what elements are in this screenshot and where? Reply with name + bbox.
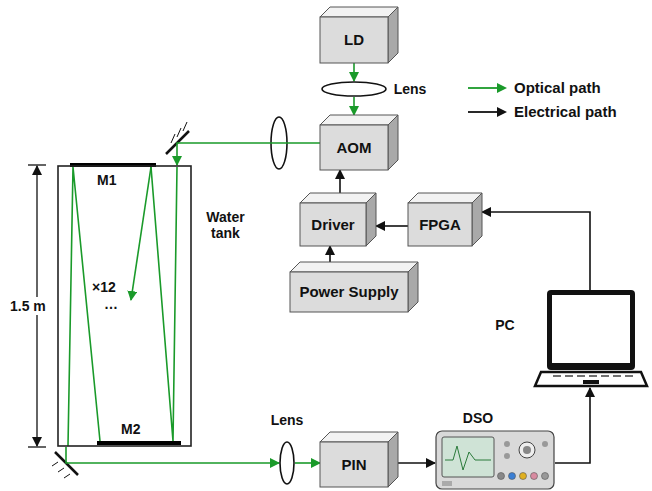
optical-path	[66, 447, 279, 463]
legend-arrow	[466, 81, 508, 95]
optical-path	[353, 97, 355, 115]
node-label: Water tank	[202, 209, 250, 241]
mirror-m2	[97, 441, 181, 445]
electrical-path	[329, 246, 331, 262]
optical-path	[295, 462, 320, 464]
lens: Lens	[321, 81, 387, 97]
legend-arrow	[466, 105, 508, 119]
ellipsis: …	[104, 296, 118, 312]
oscilloscope: DSO	[435, 430, 555, 490]
laptop-shape	[535, 290, 647, 388]
pin-detector-box: PIN	[320, 442, 388, 487]
oscilloscope-shape	[435, 430, 555, 490]
node-label: Power Supply	[299, 283, 398, 300]
steering-mirror	[52, 122, 189, 478]
optical-path	[177, 143, 320, 165]
electrical-path	[339, 170, 341, 193]
driver-box: Driver	[300, 203, 366, 246]
node-label: Lens	[394, 81, 427, 97]
electrical-path	[555, 388, 590, 463]
legend-text: Electrical path	[514, 103, 617, 120]
mirror-label: M2	[121, 421, 140, 437]
water-tank-shape	[57, 165, 192, 447]
legend-text: Optical path	[514, 79, 601, 96]
dimension-label: 1.5 m	[9, 297, 47, 315]
power-supply-box: Power Supply	[290, 272, 408, 312]
node-label: LD	[344, 31, 364, 48]
beam-zigzag	[68, 167, 177, 446]
node-label: Driver	[311, 216, 354, 233]
optical-path	[353, 63, 355, 81]
node-label: FPGA	[419, 216, 461, 233]
legend-item: Electrical path	[466, 103, 617, 120]
fpga-box: FPGA	[408, 203, 472, 246]
node-label: Lens	[271, 412, 304, 428]
node-label: DSO	[463, 410, 493, 426]
node-label: AOM	[337, 139, 372, 156]
electrical-path	[398, 462, 435, 464]
lens-shape	[321, 81, 387, 97]
node-label: PIN	[341, 456, 366, 473]
electrical-path	[376, 225, 408, 227]
aom-box: AOM	[320, 125, 388, 170]
repeat-count: ×12	[92, 279, 116, 295]
node-label: PC	[495, 317, 514, 333]
mirror-label: M1	[97, 172, 116, 188]
laptop: PC	[535, 290, 647, 388]
electrical-path	[482, 212, 590, 290]
lens-shape	[279, 441, 295, 485]
lens: Lens	[279, 441, 295, 485]
laser-box: LD	[320, 17, 388, 63]
water-tank: Water tank	[57, 165, 192, 447]
legend-item: Optical path	[466, 79, 601, 96]
